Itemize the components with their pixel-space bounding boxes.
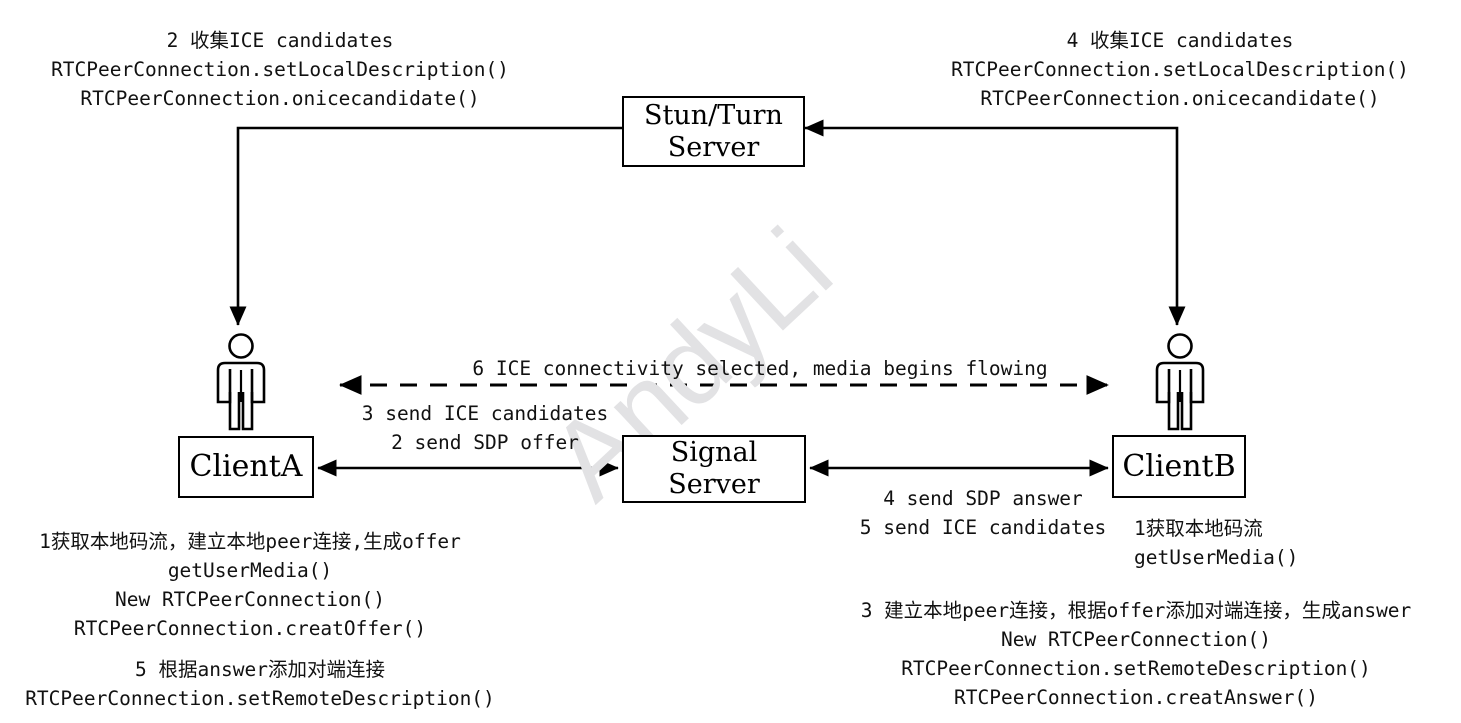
annotation-client-b-step1: 1获取本地码流 getUserMedia() xyxy=(1134,517,1299,569)
annotation-answer-candidates: 4 send SDP answer 5 send ICE candidates xyxy=(859,487,1107,539)
stun-turn-server-box[interactable]: Stun/Turn Server xyxy=(622,96,805,167)
annotation-client-a-steps: 1获取本地码流，建立本地peer连接,生成offer getUserMedia(… xyxy=(39,530,461,640)
signal-server-box[interactable]: Signal Server xyxy=(622,435,806,503)
client-b-box[interactable]: ClientB xyxy=(1112,435,1246,498)
stun-turn-server-label-line1: Stun/Turn xyxy=(644,99,783,131)
person-icon-client-b xyxy=(1155,333,1205,431)
client-a-label: ClientA xyxy=(189,449,303,484)
connector-clientb-stun xyxy=(804,119,1186,326)
signal-server-label-line2: Server xyxy=(668,469,760,500)
annotation-client-a-step5: 5 根据answer添加对端连接 RTCPeerConnection.setRe… xyxy=(25,658,495,710)
annotation-media-flow: 6 ICE connectivity selected, media begin… xyxy=(472,357,1048,380)
annotation-offer-candidates: 3 send ICE candidates 2 send SDP offer xyxy=(361,402,609,454)
annotation-client-b-ice: 4 收集ICE candidates RTCPeerConnection.set… xyxy=(951,29,1409,110)
stun-turn-server-label-line2: Server xyxy=(667,131,760,163)
client-b-label: ClientB xyxy=(1122,448,1236,484)
client-a-box[interactable]: ClientA xyxy=(178,436,314,498)
signal-server-label-line1: Signal xyxy=(670,437,758,468)
annotation-client-a-ice: 2 收集ICE candidates RTCPeerConnection.set… xyxy=(51,29,509,110)
person-icon-client-a xyxy=(216,333,266,431)
annotation-client-b-steps: 3 建立本地peer连接，根据offer添加对端连接，生成answer New … xyxy=(860,599,1412,709)
